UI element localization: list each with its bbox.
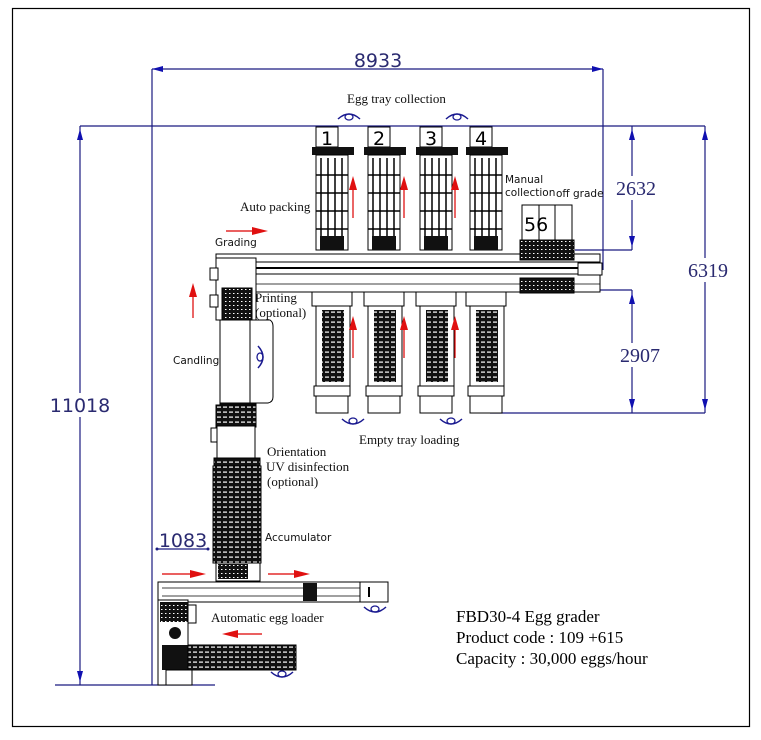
dim-text-upper-section: 2632: [616, 178, 656, 200]
flow-arrow-up: [349, 176, 357, 218]
dim-text-lower-section: 2907: [620, 345, 660, 367]
label-printing: Printing: [255, 290, 297, 305]
packing-lanes: 1 2 3 4: [309, 126, 509, 414]
egg-loader-conveyor: [157, 581, 389, 603]
label-egg-tray-collection: Egg tray collection: [347, 91, 446, 106]
dimension-lower-section: 2907: [490, 289, 705, 414]
label-orientation: Orientation: [267, 444, 327, 459]
operator-view-icons: [256, 113, 469, 678]
dimension-upper-section: 2632: [575, 126, 664, 251]
flow-arrow-right: [162, 570, 206, 578]
flow-arrow-up: [189, 283, 197, 318]
dim-text-overall-length: 11018: [50, 395, 110, 417]
dimension-loader-offset: 1083: [155, 530, 210, 552]
packing-lane: 3: [413, 126, 459, 414]
flow-arrow-up: [451, 316, 459, 358]
label-uv-optional: (optional): [267, 474, 318, 489]
packing-lane: 4: [463, 126, 509, 414]
info-block: FBD30-4 Egg grader Product code : 109 +6…: [456, 607, 648, 668]
candling-unit: [219, 319, 274, 414]
flow-arrows: [162, 176, 459, 638]
operator-eye-icon: [341, 417, 365, 425]
label-off-grade: off grade: [556, 188, 604, 200]
flow-arrow-up: [400, 176, 408, 218]
label-automatic-egg-loader: Automatic egg loader: [211, 610, 324, 625]
orientation-unit: [210, 404, 261, 467]
operator-eye-icon: [439, 417, 463, 425]
dimension-overall-width: 8933: [151, 50, 604, 685]
flow-arrow-right: [268, 570, 310, 578]
dim-text-total-right: 6319: [688, 260, 728, 282]
lane-number: 1: [321, 128, 333, 150]
label-grading: Grading: [215, 237, 257, 249]
info-capacity: Capacity : 30,000 eggs/hour: [456, 649, 648, 668]
flow-arrow-up: [349, 316, 357, 358]
automatic-egg-loader: [157, 599, 297, 686]
dim-text-overall-width: 8933: [354, 50, 402, 72]
packing-lane: 2: [361, 126, 407, 414]
lane-number: 3: [425, 128, 437, 150]
label-auto-packing: Auto packing: [240, 199, 311, 214]
printing-unit: [209, 257, 257, 321]
flow-arrow-up: [400, 316, 408, 358]
label-uv-disinfection: UV disinfection: [266, 459, 350, 474]
label-manual: Manual: [505, 174, 543, 186]
operator-eye-icon: [363, 605, 387, 613]
flow-arrow-right: [226, 227, 268, 235]
label-candling: Candling: [173, 355, 219, 367]
offgrade-lane-numbers: 56: [524, 214, 548, 236]
operator-eye-icon: [337, 113, 361, 121]
label-printing-optional: (optional): [255, 305, 306, 320]
flow-arrow-left: [222, 630, 262, 638]
dim-text-loader-offset: 1083: [159, 530, 207, 552]
label-empty-tray-loading: Empty tray loading: [359, 432, 460, 447]
accumulator: [212, 465, 262, 582]
lane-number: 2: [373, 128, 385, 150]
label-collection: collection: [505, 187, 555, 199]
drawing-frame: [11, 7, 751, 728]
dimension-overall-length: 11018: [48, 125, 705, 686]
offgrade-collection: 56: [519, 204, 575, 294]
info-model: FBD30-4 Egg grader: [456, 607, 600, 626]
operator-eye-icon: [256, 345, 264, 369]
lane-number: 4: [475, 128, 487, 150]
info-product-code: Product code : 109 +615: [456, 628, 623, 647]
flow-arrow-up: [451, 176, 459, 218]
label-accumulator: Accumulator: [265, 532, 332, 544]
dimension-total-right: 6319: [680, 126, 732, 413]
operator-eye-icon: [445, 113, 469, 121]
operator-eye-icon: [270, 670, 294, 678]
